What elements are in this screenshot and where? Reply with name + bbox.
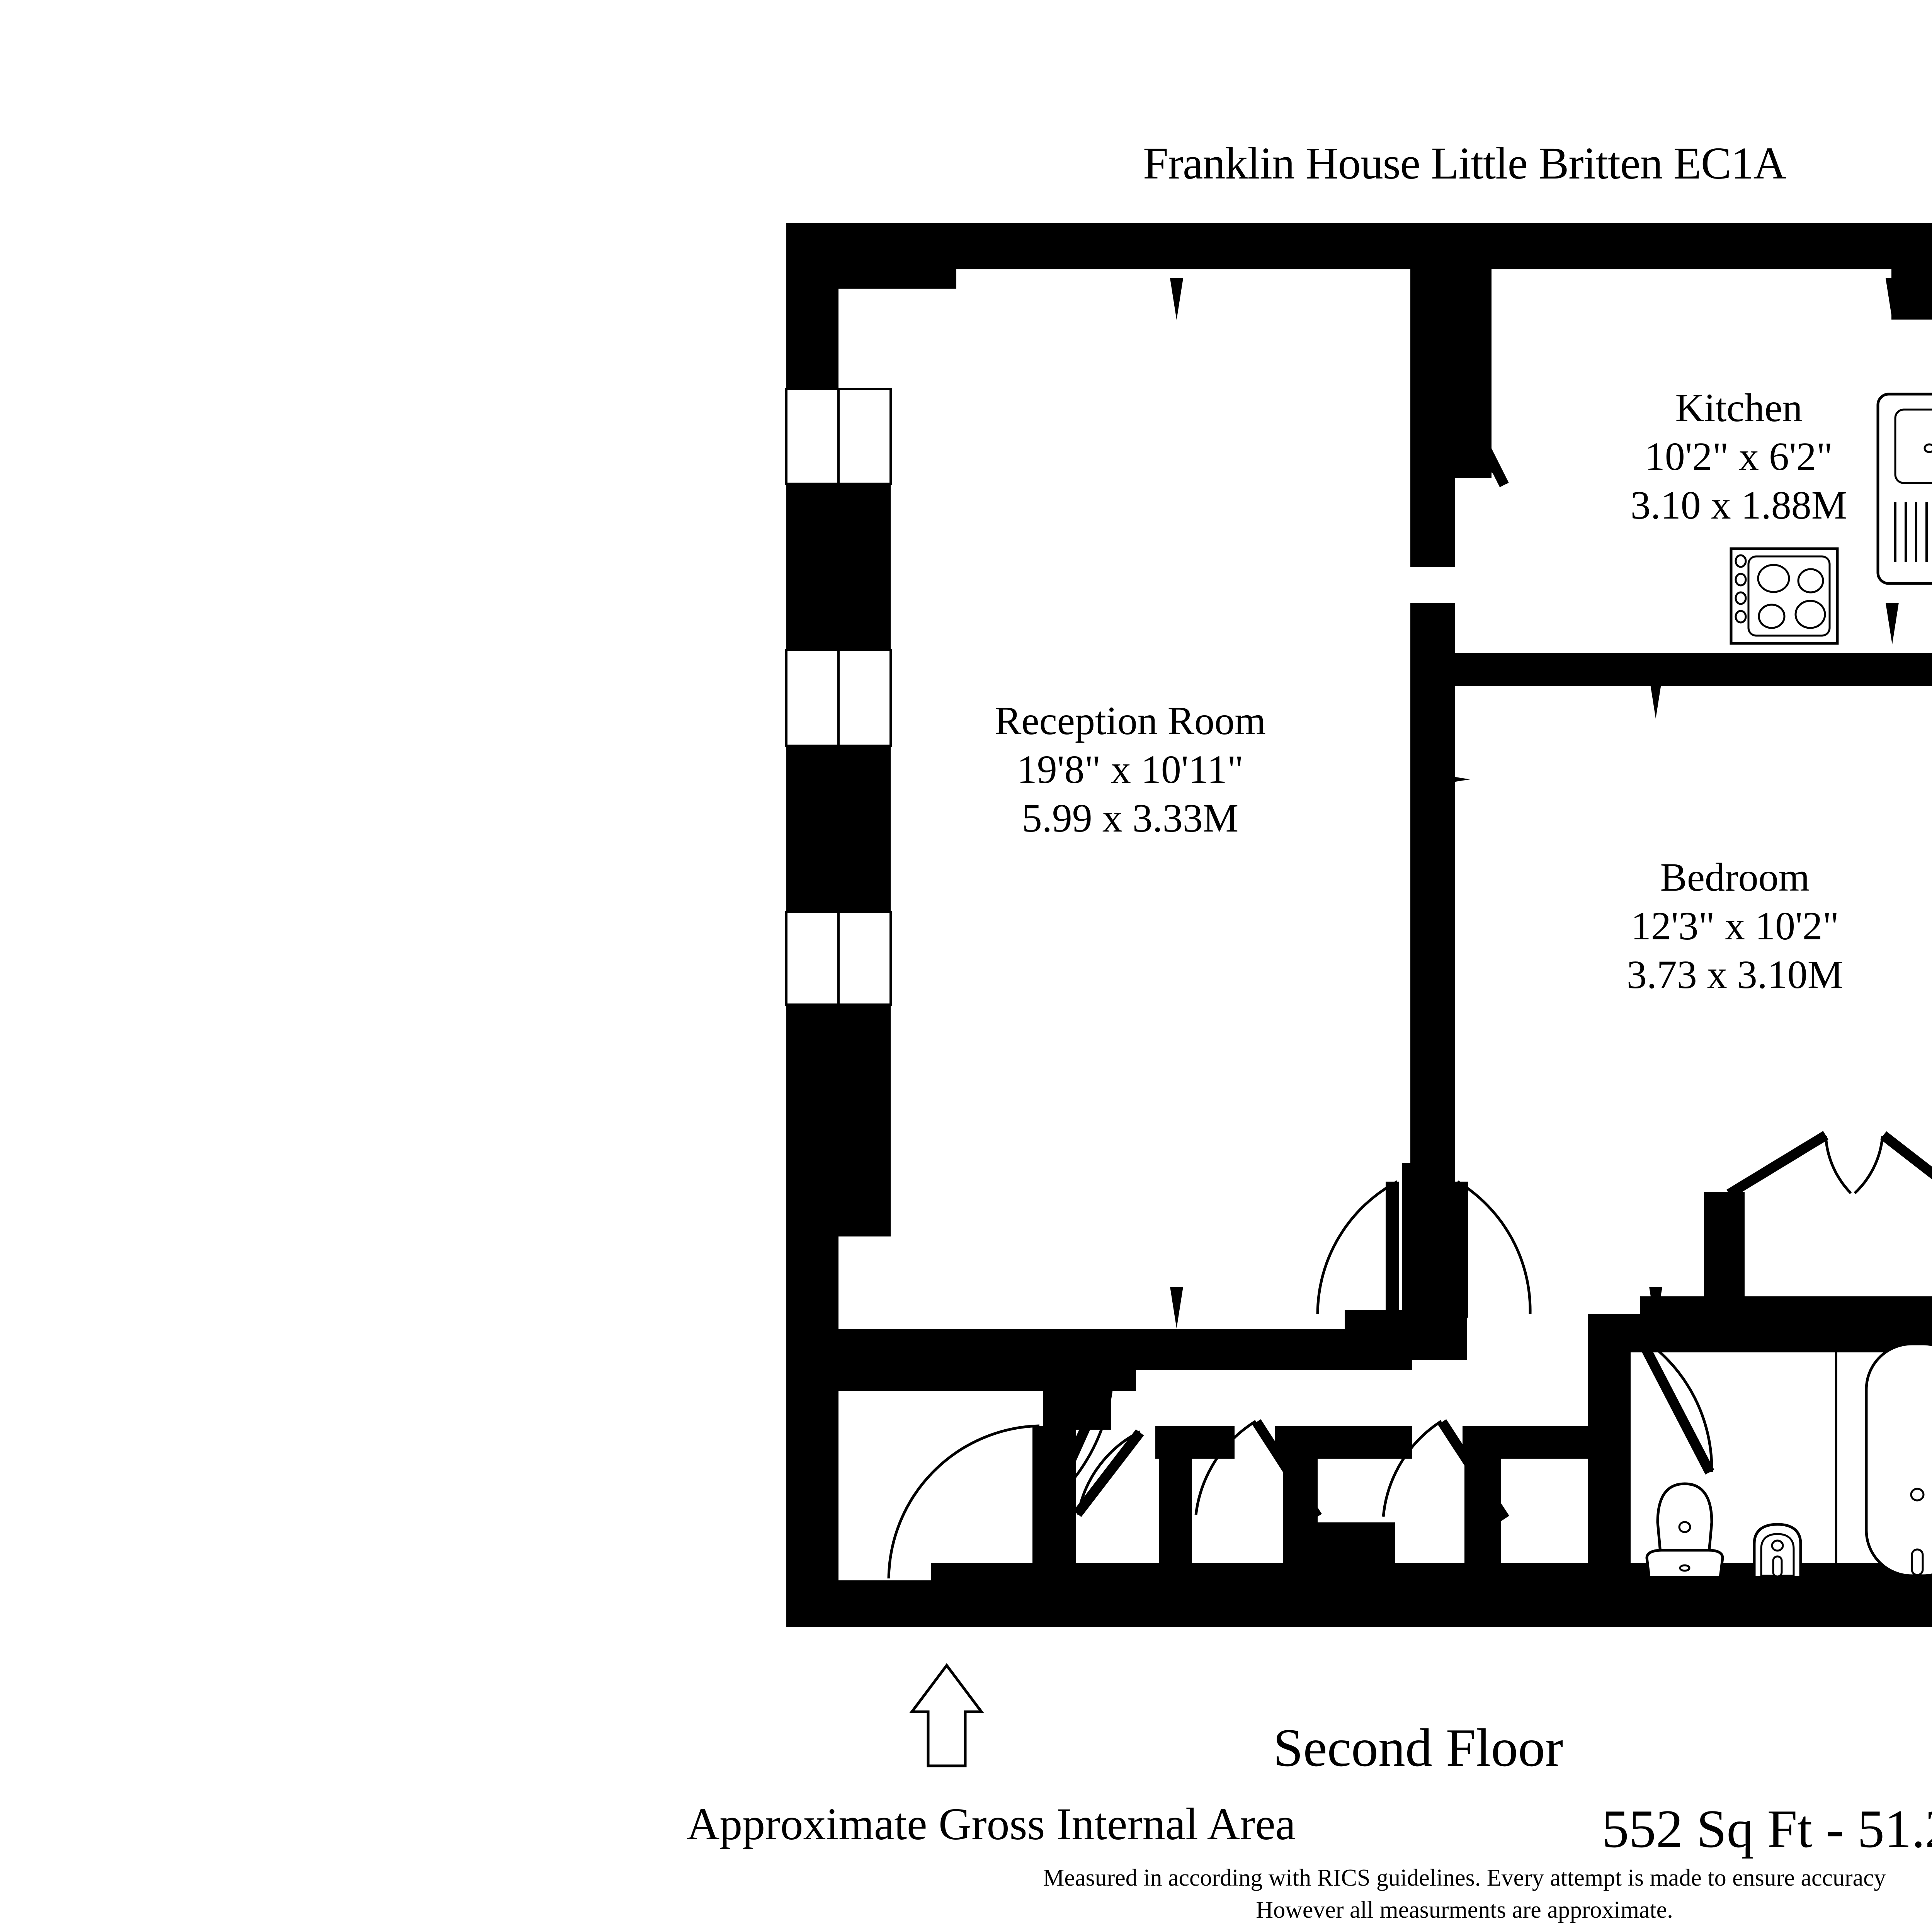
hob-icon <box>1730 547 1839 645</box>
room-name-bedroom: Bedroom <box>1660 855 1810 900</box>
room-name-kitchen: Kitchen <box>1675 386 1802 430</box>
wash-basin-icon <box>1753 1523 1802 1579</box>
door-kitchen <box>1450 384 1509 487</box>
door-reception-double-right <box>1454 1180 1532 1318</box>
room-label-bedroom: Bedroom 12'3" x 10'2" 3.73 x 3.10M <box>1627 855 1843 997</box>
entry-direction-arrow <box>909 1663 984 1767</box>
toilet-icon <box>1645 1482 1724 1579</box>
room-dim-imperial-kitchen: 10'2" x 6'2" <box>1645 434 1833 479</box>
door-cupboard-2 <box>1073 1429 1144 1517</box>
page-title: Franklin House Little Britten EC1A <box>1143 138 1786 189</box>
room-dim-metric-reception: 5.99 x 3.33M <box>1022 796 1238 840</box>
building-walls <box>786 223 1932 1627</box>
windows <box>785 388 892 1006</box>
door-cupboard-4 <box>1382 1419 1509 1522</box>
disclaimer-line-3: The floor plan is illustrative purposes … <box>1172 1929 1757 1932</box>
room-dim-metric-kitchen: 3.10 x 1.88M <box>1631 483 1847 527</box>
door-reception-double-left <box>1316 1180 1399 1318</box>
room-dim-metric-bedroom: 3.73 x 3.10M <box>1627 952 1843 997</box>
floor-label: Second Floor <box>1273 1718 1563 1778</box>
door-bedroom <box>1636 1336 1714 1475</box>
bathtub-icon <box>1835 1332 1932 1580</box>
wall-dimension-ticks <box>840 278 1899 1328</box>
kitchen-sink-icon <box>1876 393 1932 585</box>
window-left-2 <box>785 649 892 747</box>
room-name-reception: Reception Room <box>995 699 1266 743</box>
disclaimer-line-2: However all measurments are approximate. <box>1256 1897 1673 1923</box>
door-cupboard-1 <box>1049 1363 1118 1500</box>
door-entrance <box>887 1424 1044 1580</box>
area-value: 552 Sq Ft - 51.28 Sq M <box>1602 1799 1932 1859</box>
wardrobe-doors <box>1704 1131 1932 1343</box>
disclaimer-line-1: Measured in according with RICS guidelin… <box>1043 1865 1886 1891</box>
window-left-3 <box>785 911 892 1006</box>
room-label-kitchen: Kitchen 10'2" x 6'2" 3.10 x 1.88M <box>1631 386 1847 527</box>
room-dim-imperial-reception: 19'8" x 10'11" <box>1017 747 1244 792</box>
doors <box>887 384 1932 1580</box>
room-dim-imperial-bedroom: 12'3" x 10'2" <box>1631 904 1839 948</box>
area-label: Approximate Gross Internal Area <box>687 1799 1296 1849</box>
door-cupboard-3 <box>1194 1419 1322 1520</box>
window-left-1 <box>785 388 892 485</box>
room-label-reception: Reception Room 19'8" x 10'11" 5.99 x 3.3… <box>995 699 1266 840</box>
